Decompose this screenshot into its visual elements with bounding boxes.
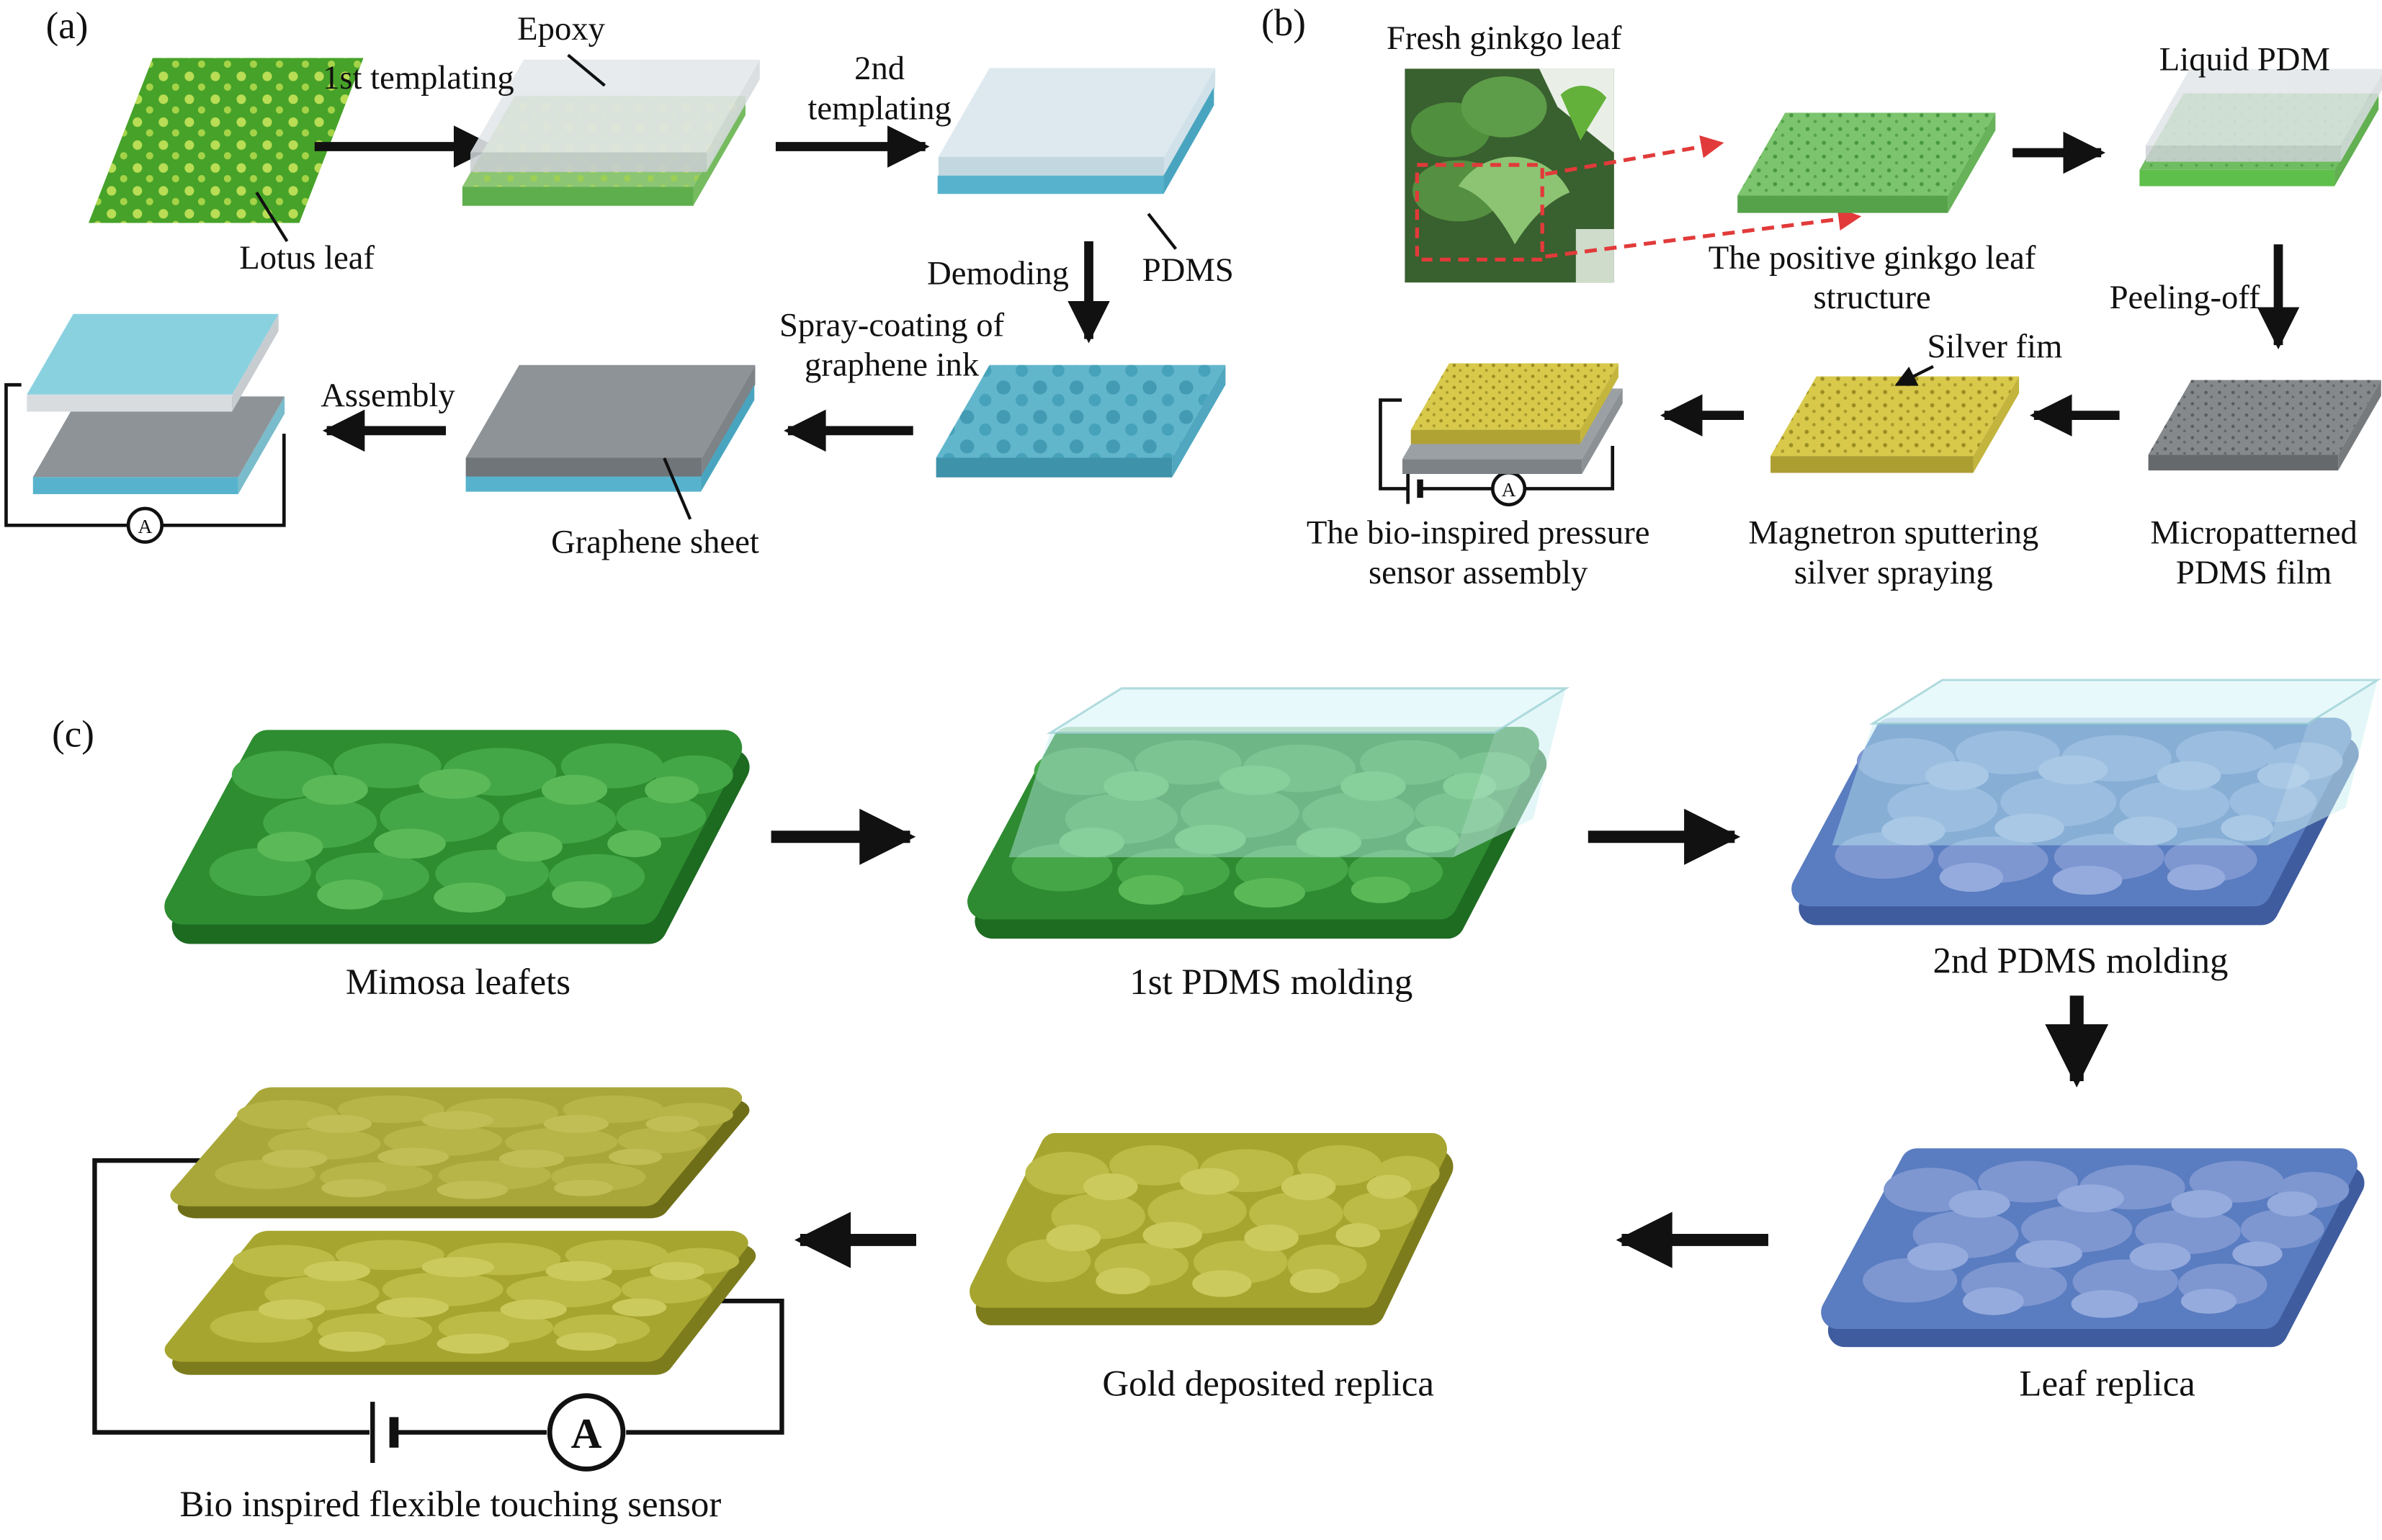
- graphene-sheet-graphic: [465, 364, 756, 520]
- transparent-pdms-block-2: [1832, 679, 2382, 846]
- ginkgo-photo: [1405, 68, 1614, 283]
- label-templating-2: 2nd templating: [807, 48, 952, 127]
- ammeter-a-letter: A: [138, 515, 152, 537]
- label-mimosa-leaflets: Mimosa leafets: [345, 963, 571, 1003]
- panel-b-tag: (b): [1261, 3, 1306, 45]
- epoxy-on-leaf-graphic: [462, 53, 760, 206]
- label-peeling-off: Peeling-off: [2109, 277, 2260, 316]
- mimosa-leaflets-graphic: [182, 743, 733, 926]
- panel-c-tag: (c): [52, 715, 94, 756]
- touch-sensor-bottom-pad: [183, 1240, 739, 1363]
- micropatterned-pdms-graphic-a: [936, 364, 1226, 478]
- label-positive-structure: The positive ginkgo leaf structure: [1708, 238, 2036, 316]
- touch-sensor-circuit: A: [92, 1158, 784, 1472]
- label-pdms-molding-1: 1st PDMS molding: [1129, 963, 1413, 1003]
- touch-sensor-top-pad: [188, 1096, 733, 1207]
- ammeter-c-symbol: [547, 1393, 626, 1472]
- positive-ginkgo-structure-graphic: [1737, 112, 1996, 213]
- transparent-pdms-block-1: [1008, 687, 1570, 858]
- label-graphene-sheet: Graphene sheet: [551, 522, 759, 561]
- liquid-pdm-graphic: [2139, 68, 2382, 187]
- label-leaf-replica: Leaf replica: [2019, 1365, 2195, 1405]
- panel-c-graphics: A: [92, 679, 2382, 1472]
- label-liquid-pdm: Liquid PDM: [2159, 40, 2330, 79]
- label-demoding: Demoding: [927, 253, 1069, 292]
- panel-b-graphics: A: [1379, 68, 2382, 506]
- ammeter-a-symbol: [126, 506, 164, 544]
- label-silver-film: Silver fim: [1927, 326, 2063, 365]
- panel-a-graphics: A: [4, 53, 1226, 544]
- zoom-region-box: [1415, 163, 1544, 262]
- panel-a-tag: (a): [45, 6, 89, 48]
- gold-deposited-replica-graphic: [985, 1145, 1440, 1310]
- pdms-molding-2-graphic: [1809, 679, 2382, 908]
- label-pdms: PDMS: [1142, 250, 1234, 289]
- label-epoxy: Epoxy: [517, 9, 605, 48]
- label-lotus-leaf: Lotus leaf: [239, 238, 375, 277]
- pdms-slab-graphic: [937, 68, 1216, 250]
- silver-film-pointer-arrow: [1894, 364, 1934, 387]
- label-spray-coating: Spray-coating of graphene ink: [779, 305, 1005, 384]
- label-gold-replica: Gold deposited replica: [1102, 1365, 1434, 1405]
- assembled-sensor-b-graphic: A: [1379, 363, 1623, 506]
- label-micropatterned-film: Micropatterned PDMS film: [2150, 513, 2358, 591]
- zoom-dashed-arrows: [1544, 135, 1862, 259]
- lotus-leaf-graphic: [88, 58, 364, 243]
- label-templating-1: 1st templating: [323, 58, 514, 97]
- micropatterned-pdms-film-graphic: [2148, 380, 2381, 471]
- label-magnetron-sputtering: Magnetron sputtering silver spraying: [1748, 513, 2039, 591]
- leaf-replica-graphic: [1837, 1161, 2349, 1330]
- silver-sputtered-graphic: [1770, 364, 2020, 473]
- label-pdms-molding-2: 2nd PDMS molding: [1933, 942, 2229, 982]
- label-fresh-ginkgo-leaf: Fresh ginkgo leaf: [1386, 18, 1622, 57]
- touch-sensor-graphic: A: [92, 1096, 784, 1472]
- label-sensor-assembly: The bio-inspired pressure sensor assembl…: [1306, 513, 1650, 591]
- label-assembly: Assembly: [321, 375, 455, 414]
- label-touch-sensor: Bio inspired flexible touching sensor: [179, 1485, 722, 1526]
- ammeter-c-letter: A: [571, 1410, 602, 1457]
- pdms-molding-1-graphic: [985, 687, 1570, 921]
- assembled-sensor-a-graphic: A: [4, 313, 286, 544]
- ammeter-b-letter: A: [1502, 478, 1516, 501]
